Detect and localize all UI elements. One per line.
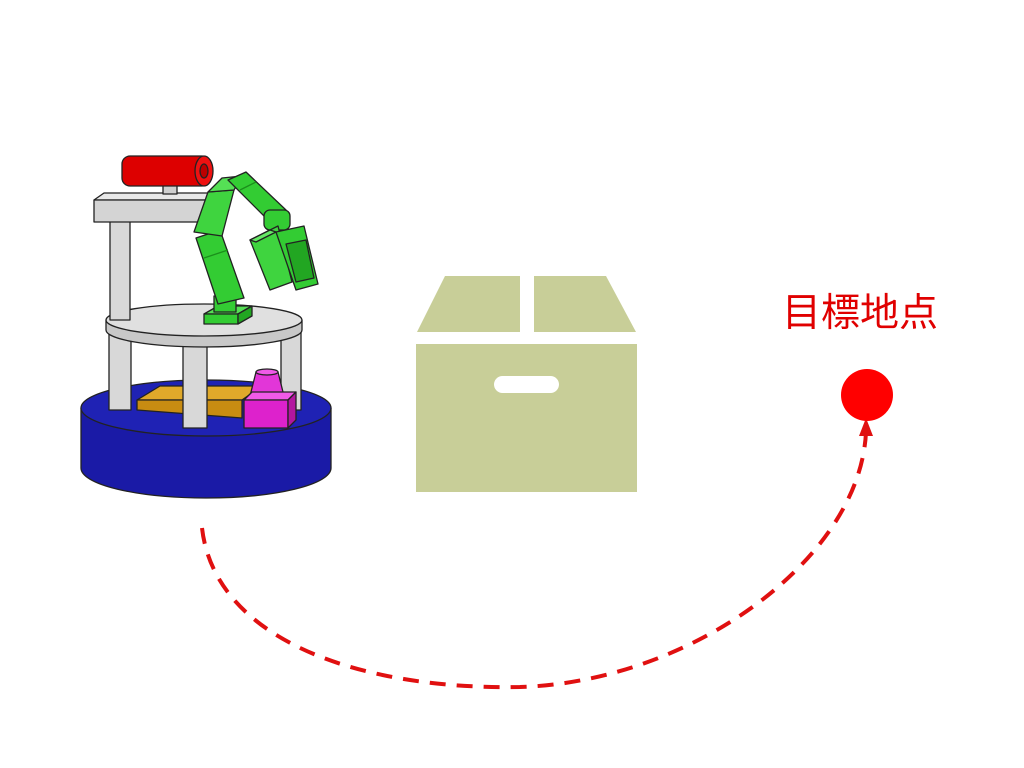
path-arrowhead-icon xyxy=(859,418,873,436)
cardboard-box-icon xyxy=(416,276,637,492)
goal-point-icon xyxy=(841,369,893,421)
goal-label: 目標地点 xyxy=(782,291,939,336)
mobile-manipulator-robot-icon xyxy=(80,155,332,499)
dashed-path xyxy=(200,431,868,690)
